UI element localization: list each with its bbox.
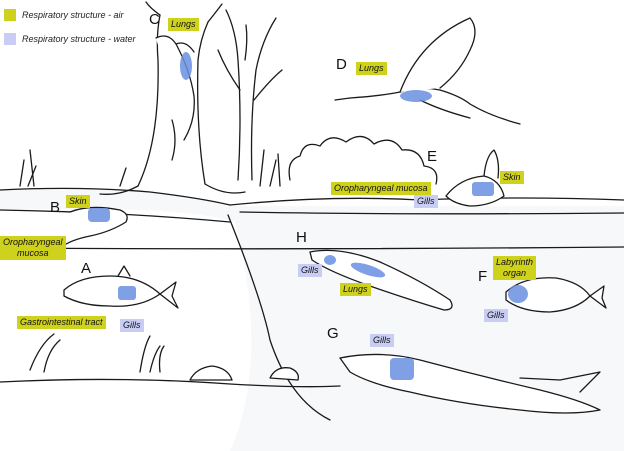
legend-item-water: Respiratory structure - water <box>4 30 136 48</box>
heron <box>334 17 521 125</box>
lungfish-gill-organ <box>324 255 336 265</box>
tag-b-skin: Skin <box>66 195 90 208</box>
mudskipper-fin <box>483 149 500 179</box>
label-letter-f: F <box>478 268 488 285</box>
legend-label-water: Respiratory structure - water <box>22 34 136 44</box>
lungfish-body <box>309 249 453 311</box>
tag-f-lab-line1: Labyrinth <box>496 257 534 267</box>
bushes <box>288 135 438 185</box>
tag-e-oropharyngeal-mucosa: Oropharyngeal mucosa <box>331 182 431 195</box>
salamander-skin-organ <box>88 208 110 222</box>
sturgeon-tail <box>519 371 601 393</box>
tag-b-oro-line1: Oropharyngeal <box>3 237 63 247</box>
label-letter-h: H <box>296 229 307 246</box>
grass-left <box>19 149 281 187</box>
lizard-body <box>155 35 195 141</box>
lizard-lung-organ <box>180 52 192 80</box>
catfish-gill-organ <box>118 286 136 300</box>
sturgeon-gill-organ <box>390 358 414 380</box>
label-letter-a: A <box>81 260 92 277</box>
bottom-line <box>0 378 341 388</box>
lungfish-lung-organ <box>350 262 386 278</box>
gourami-tail <box>589 285 607 309</box>
water-surface-ripple <box>239 211 624 215</box>
tag-h-lungs: Lungs <box>340 283 371 296</box>
catfish-tail <box>159 281 179 309</box>
catfish-fin <box>117 265 131 277</box>
tag-c-lungs: Lungs <box>168 18 199 31</box>
riverbank-top-line <box>0 187 231 206</box>
tag-h-gills: Gills <box>298 264 322 277</box>
label-letter-g: G <box>327 325 339 342</box>
tag-a-gills: Gills <box>120 319 144 332</box>
label-letter-d: D <box>336 56 347 73</box>
air-swatch <box>4 9 16 21</box>
label-letter-c: C <box>149 11 160 28</box>
tag-b-oropharyngeal-mucosa: Oropharyngeal mucosa <box>0 236 66 260</box>
label-letter-b: B <box>50 199 61 216</box>
tag-f-gills: Gills <box>484 309 508 322</box>
mudskipper-skin-organ <box>472 182 494 196</box>
large-tree <box>99 1 246 195</box>
underwater-line <box>0 246 624 250</box>
bare-tree <box>217 9 283 181</box>
water-swatch <box>4 33 16 45</box>
gourami-labyrinth-organ <box>508 285 528 303</box>
label-letter-e: E <box>427 148 438 165</box>
legend-item-air: Respiratory structure - air <box>4 6 136 24</box>
tag-d-lungs: Lungs <box>356 62 387 75</box>
heron-lung-organ <box>400 90 432 102</box>
tag-a-gastrointestinal-tract: Gastrointestinal tract <box>17 316 106 329</box>
legend-label-air: Respiratory structure - air <box>22 10 124 20</box>
riverbank-slope <box>227 214 331 421</box>
tag-g-gills: Gills <box>370 334 394 347</box>
tag-b-oro-line2: mucosa <box>17 248 49 258</box>
tag-f-labyrinth-organ: Labyrinth organ <box>493 256 537 280</box>
tag-e-gills: Gills <box>414 195 438 208</box>
bottom-rocks <box>189 365 299 381</box>
tag-e-skin: Skin <box>500 171 524 184</box>
aquatic-plants <box>29 333 165 373</box>
catfish-body <box>63 275 161 307</box>
legend: Respiratory structure - air Respiratory … <box>4 6 136 54</box>
tag-f-lab-line2: organ <box>503 268 527 278</box>
